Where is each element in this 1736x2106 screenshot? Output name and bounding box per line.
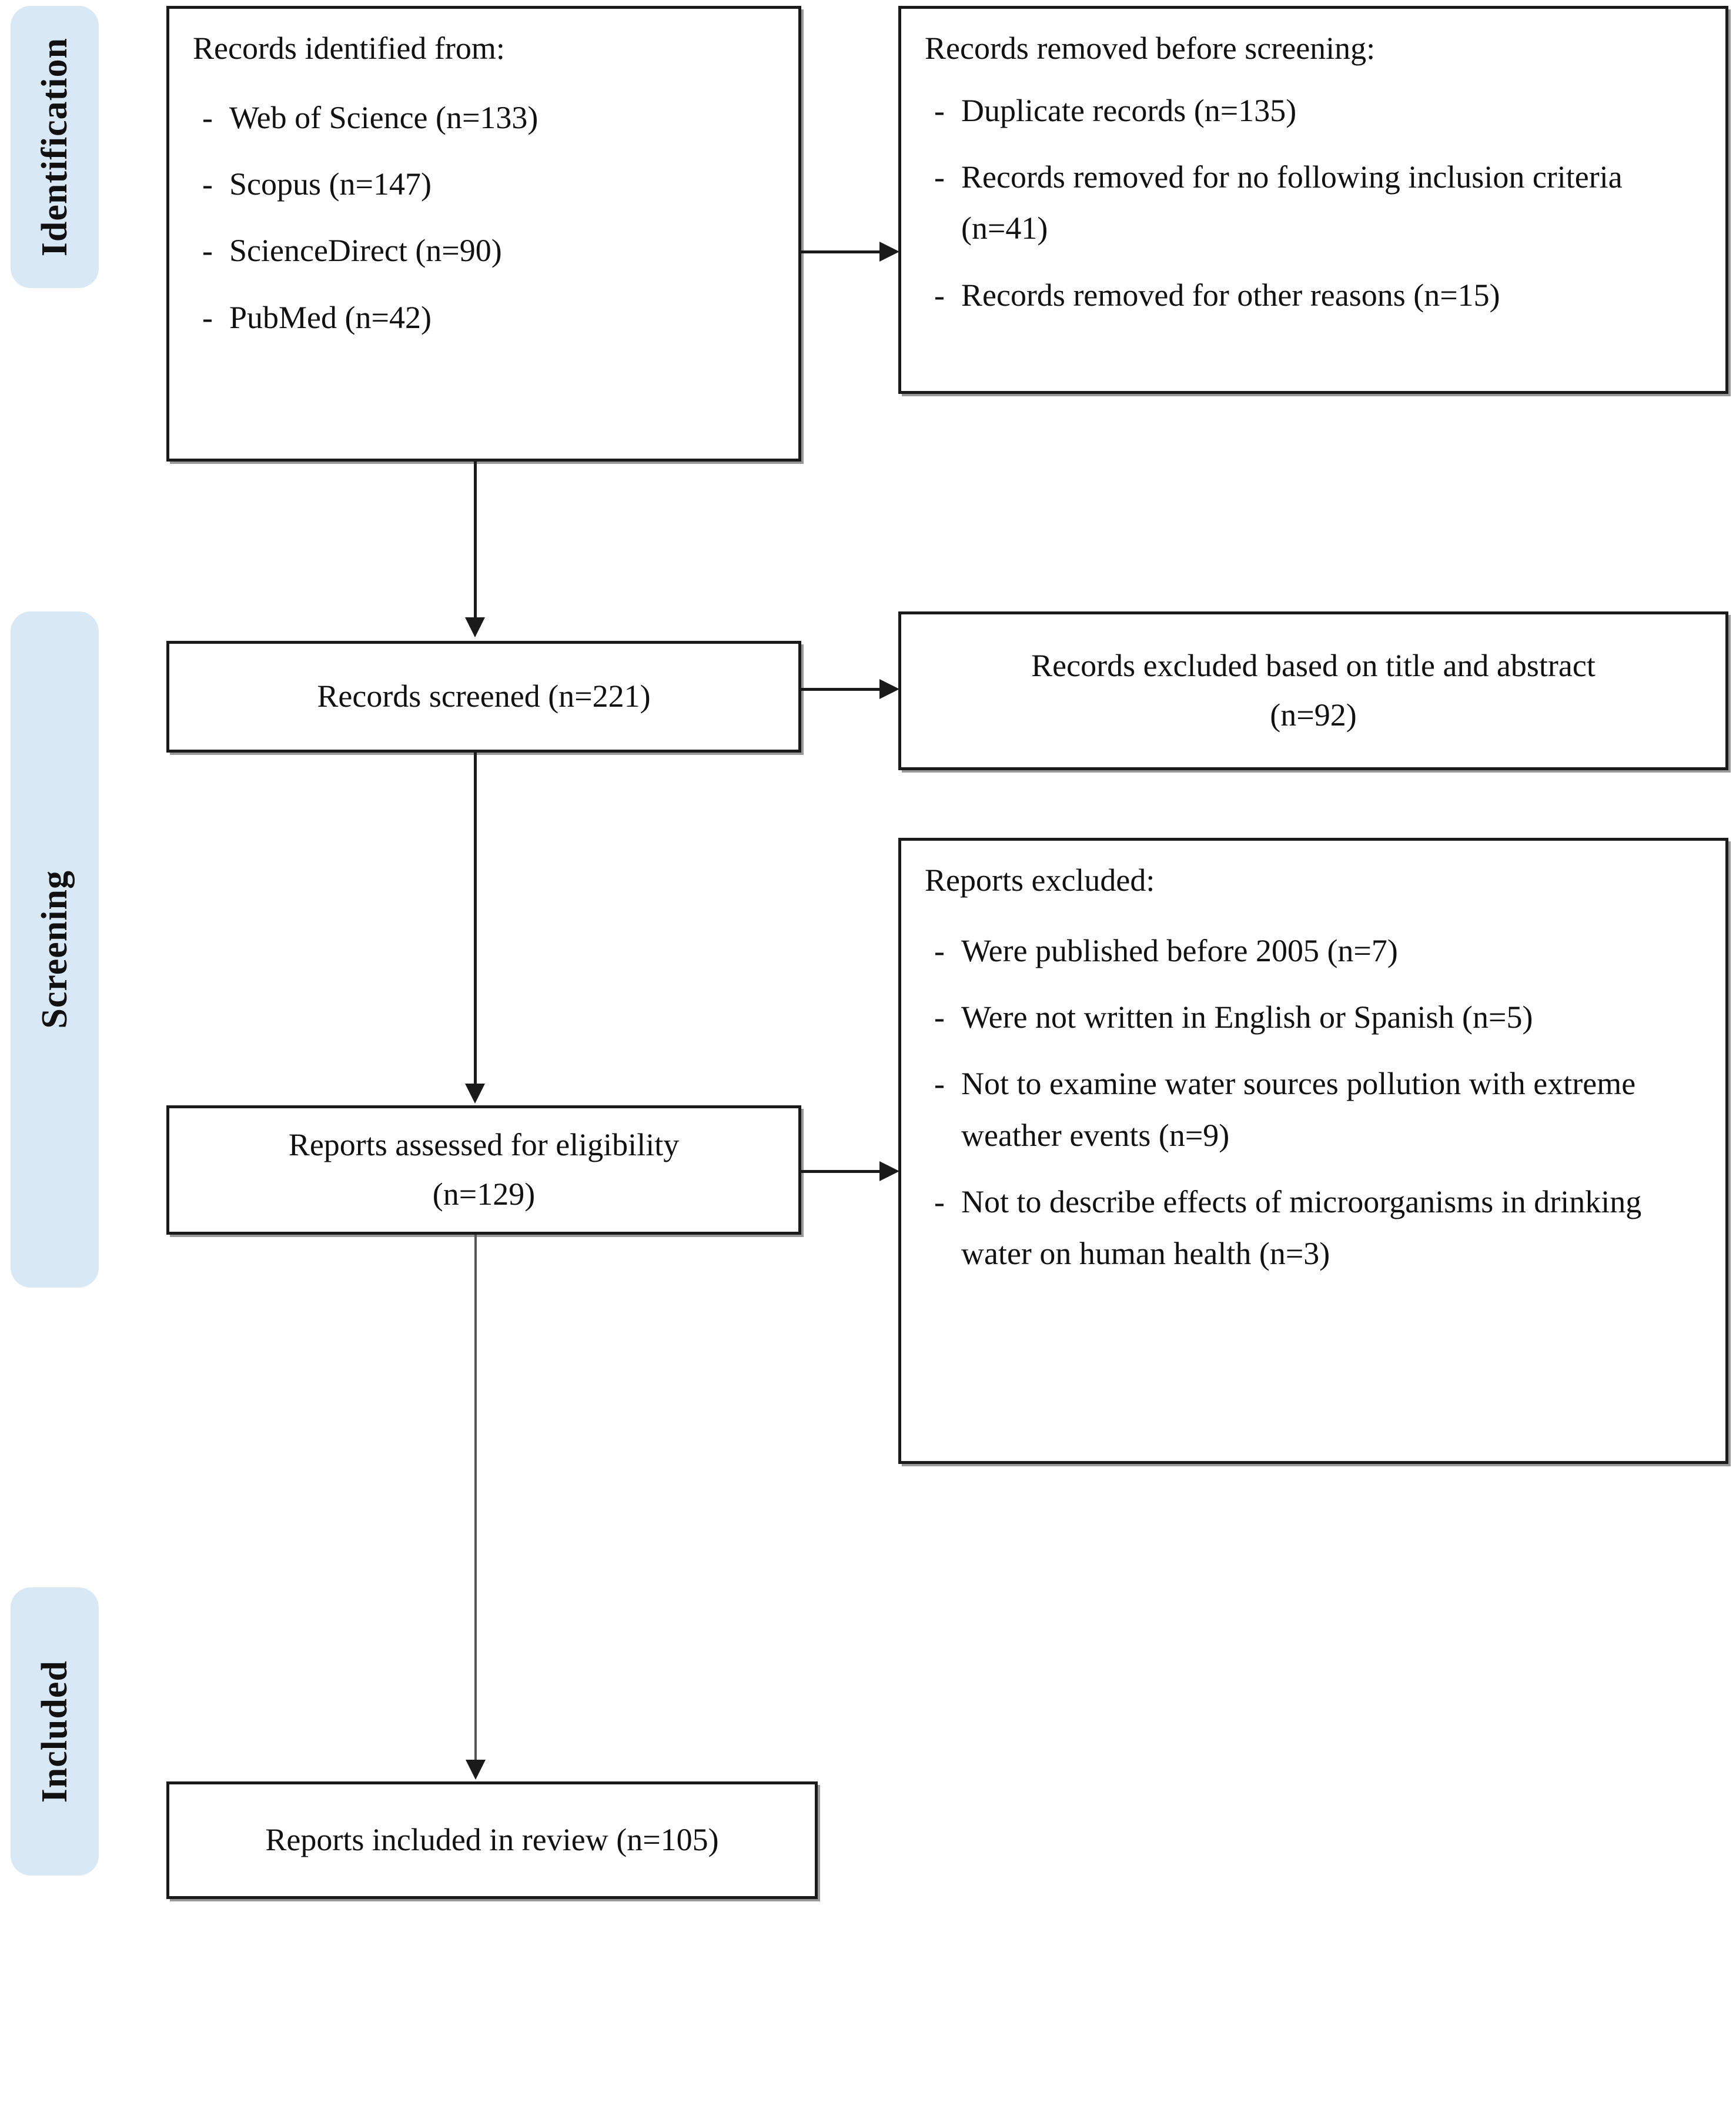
list-item: -PubMed (n=42) [193,292,775,343]
list-item: -Duplicate records (n=135) [925,85,1702,136]
list-item-label: Records removed for other reasons (n=15) [961,277,1500,313]
box-reports-assessed-text: Reports assessed for eligibility (n=129) [288,1127,680,1212]
arrow-head-assessed-to-included [466,1760,486,1780]
phase-label-identification: Identification [34,37,75,257]
list-item: -ScienceDirect (n=90) [193,225,775,276]
box-reports-assessed-content: Reports assessed for eligibility (n=129) [169,1108,798,1232]
arrow-head-identified-to-screened [465,617,485,637]
bullet-dash: - [934,1184,945,1220]
connector-identified-to-removed [801,250,882,253]
box-records-removed-title: Records removed before screening: [925,31,1376,66]
box-reports-excluded-title: Reports excluded: [925,863,1155,898]
list-item: -Scopus (n=147) [193,159,775,210]
phase-rail-screening: Screening [11,611,99,1288]
arrow-head-identified-to-removed [879,242,899,262]
bullet-dash: - [202,99,213,135]
bullet-dash: - [934,999,945,1035]
box-reports-assessed: Reports assessed for eligibility (n=129) [166,1105,801,1235]
list-item-label: PubMed (n=42) [229,299,432,335]
bullet-dash: - [202,233,213,269]
list-item-label: Were published before 2005 (n=7) [961,932,1398,968]
list-item: -Web of Science (n=133) [193,92,775,143]
box-records-identified-content: Records identified from: -Web of Science… [169,9,798,459]
box-records-removed-content: Records removed before screening: -Dupli… [901,9,1725,391]
box-records-excluded: Records excluded based on title and abst… [898,611,1728,770]
phase-rail-identification: Identification [11,6,99,288]
box-reports-excluded-content: Reports excluded: -Were published before… [901,841,1725,1461]
list-item: -Not to describe effects of microorganis… [925,1176,1702,1279]
box-records-screened-text: Records screened (n=221) [317,678,651,714]
list-item-label: Scopus (n=147) [229,166,432,202]
list-item-label: Web of Science (n=133) [229,99,538,135]
list-item-label: Not to describe effects of microorganism… [961,1184,1642,1271]
box-records-identified-list: -Web of Science (n=133) -Scopus (n=147) … [193,92,775,359]
bullet-dash: - [934,277,945,313]
list-item-label: Were not written in English or Spanish (… [961,999,1533,1035]
arrow-head-screened-to-assessed [465,1084,485,1104]
list-item-label: Not to examine water sources pollution w… [961,1066,1636,1153]
list-item-label: ScienceDirect (n=90) [229,233,502,269]
bullet-dash: - [934,1066,945,1102]
arrow-head-screened-to-excluded [879,679,899,699]
bullet-dash: - [202,299,213,335]
box-records-identified: Records identified from: -Web of Science… [166,6,801,462]
list-item: -Were not written in English or Spanish … [925,992,1702,1043]
bullet-dash: - [934,92,945,128]
list-item: -Records removed for no following inclus… [925,152,1702,255]
list-item: -Records removed for other reasons (n=15… [925,270,1702,321]
connector-screened-to-excluded [801,688,882,691]
bullet-dash: - [934,159,945,195]
connector-identified-to-screened [474,462,477,619]
list-item-label: Duplicate records (n=135) [961,92,1297,128]
arrow-head-assessed-to-reports-excluded [879,1161,899,1181]
phase-label-screening: Screening [34,870,75,1029]
phase-rail-included: Included [11,1587,99,1876]
box-records-excluded-text: Records excluded based on title and abst… [1031,648,1595,733]
box-records-removed-list: -Duplicate records (n=135) -Records remo… [925,85,1702,337]
bullet-dash: - [202,166,213,202]
list-item: -Were published before 2005 (n=7) [925,925,1702,977]
box-reports-excluded-list: -Were published before 2005 (n=7) -Were … [925,925,1702,1295]
box-records-screened: Records screened (n=221) [166,641,801,753]
box-records-removed-before-screening: Records removed before screening: -Dupli… [898,6,1728,394]
list-item: -Not to examine water sources pollution … [925,1058,1702,1161]
connector-assessed-to-included [474,1235,477,1761]
box-reports-included-text: Reports included in review (n=105) [265,1822,719,1858]
box-records-identified-title: Records identified from: [193,31,505,66]
box-reports-included: Reports included in review (n=105) [166,1781,818,1899]
connector-screened-to-assessed [474,753,477,1085]
box-reports-included-content: Reports included in review (n=105) [169,1784,815,1896]
box-records-screened-content: Records screened (n=221) [169,644,798,750]
connector-assessed-to-reports-excluded [801,1170,882,1173]
box-reports-excluded: Reports excluded: -Were published before… [898,838,1728,1464]
box-records-excluded-content: Records excluded based on title and abst… [901,614,1725,767]
bullet-dash: - [934,932,945,968]
list-item-label: Records removed for no following inclusi… [961,159,1623,246]
phase-label-included: Included [34,1660,75,1803]
